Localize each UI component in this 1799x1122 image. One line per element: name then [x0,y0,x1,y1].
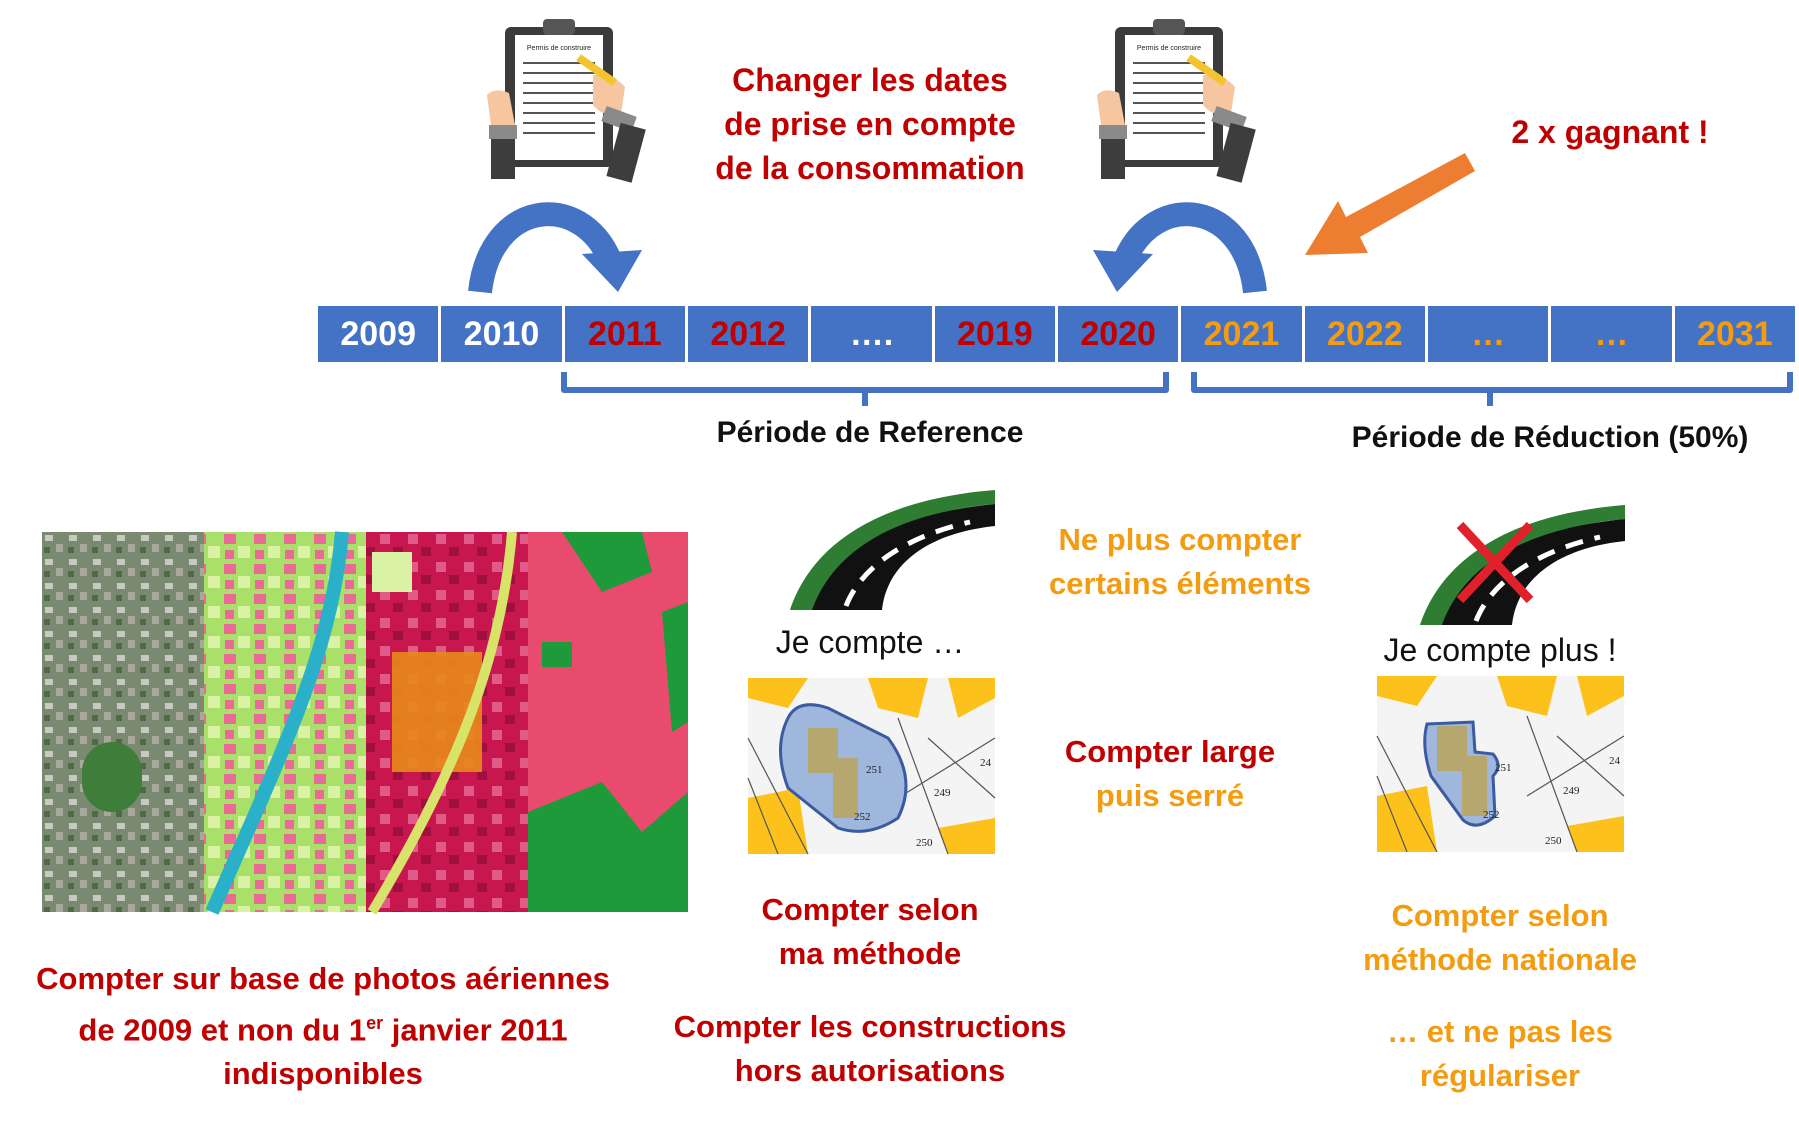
wide-tight-caption: Compter large puis serré [1064,734,1276,813]
road-icon [790,490,995,610]
reduction-bracket [1191,372,1793,406]
my-method-caption: Compter selon ma méthode [761,892,979,971]
timeline-cell: … [1427,306,1552,362]
svg-text:24: 24 [980,757,992,769]
svg-text:251: 251 [1495,762,1512,774]
clipboard-title: Permis de construire [1137,45,1201,52]
reduction-period-label: Période de Réduction (50%) [1351,421,1749,454]
timeline-cell: 2019 [934,306,1058,362]
timeline-cell: 2011 [564,306,688,362]
top-caption: Changer les dates de prise en compte de … [715,62,1025,186]
aerial-photo-maps [42,531,688,915]
svg-text:252: 252 [854,811,871,823]
regularise-caption: … et ne pas les régulariser [1387,1014,1613,1093]
national-method-caption: Compter selon méthode nationale [1363,898,1637,977]
timeline-cell: 2031 [1674,306,1795,362]
aerial-caption: Compter sur base de photos aériennes de … [36,961,610,1092]
svg-text:249: 249 [1563,785,1580,797]
svg-text:249: 249 [934,787,951,799]
timeline-cell: 2021 [1181,306,1305,362]
parcel-map-tight: 251 252 249 250 24 [1376,676,1625,853]
curved-arrow-forward-icon [468,202,642,294]
timeline-cell: 2020 [1057,306,1182,362]
timeline-cell: 2009 [318,306,442,362]
curved-arrow-backward-icon [1093,202,1267,294]
no-count-caption: Ne plus compter certains éléments [1049,522,1311,601]
orange-arrow-icon [1305,153,1475,255]
road-crossed-label: Je compte plus ! [1383,632,1617,668]
road-crossed-icon [1420,505,1625,625]
reference-period-label: Période de Reference [716,416,1024,449]
svg-text:24: 24 [1609,755,1621,767]
timeline-cell: …. [811,306,935,362]
reference-bracket [561,372,1169,406]
timeline-cell: … [1551,306,1675,362]
clipboard-right-icon: Permis de construire [1085,15,1260,190]
unauthorised-caption: Compter les constructions hors autorisat… [673,1009,1067,1088]
svg-text:250: 250 [916,837,933,849]
svg-text:250: 250 [1545,835,1562,847]
clipboard-title: Permis de construire [527,45,591,52]
parcel-map-wide: 251 252 249 250 24 [747,678,996,855]
svg-text:251: 251 [866,764,883,776]
clipboard-left-icon: Permis de construire [475,15,650,190]
timeline-cell: 2010 [441,306,565,362]
svg-text:252: 252 [1483,809,1500,821]
timeline: 2009 2010 2011 2012 …. 2019 2020 2021 20… [318,306,1795,362]
winner-label: 2 x gagnant ! [1511,114,1709,150]
timeline-cell: 2012 [687,306,812,362]
road-label: Je compte … [775,624,965,660]
timeline-cell: 2022 [1304,306,1428,362]
